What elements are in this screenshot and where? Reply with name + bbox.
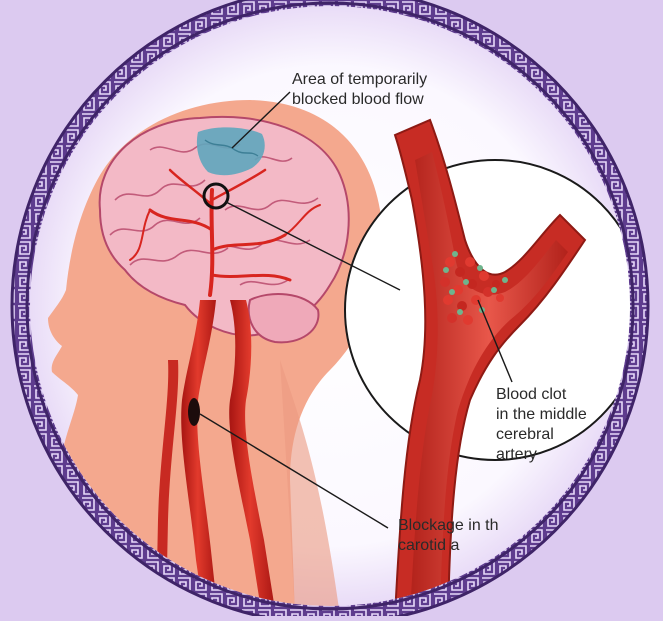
- label-blood-clot: Blood clot in the middle cerebral artery: [496, 385, 587, 465]
- carotid-blockage-marker: [188, 398, 200, 426]
- label-carotid-blockage: Blockage in th carotid a: [398, 516, 499, 556]
- label-blocked-area: Area of temporarily blocked blood flow: [292, 70, 427, 110]
